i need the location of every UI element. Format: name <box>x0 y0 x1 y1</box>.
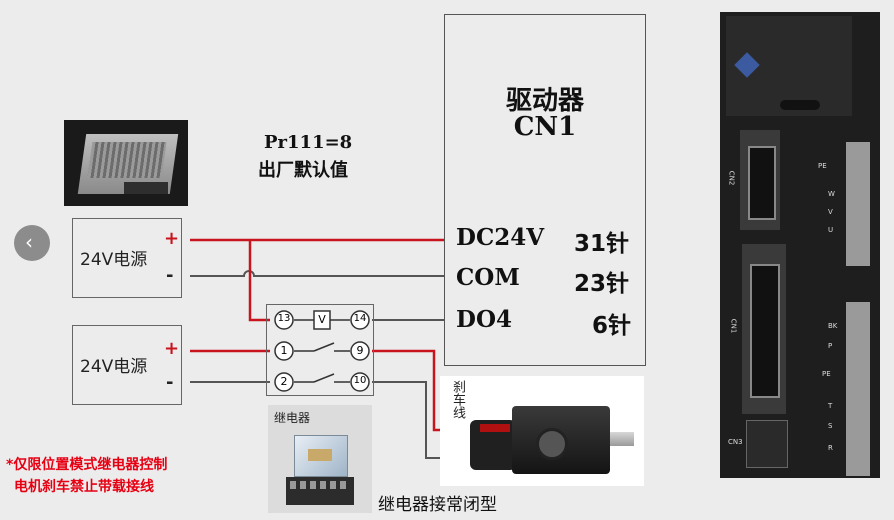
relay-terminals <box>274 310 370 392</box>
default-setting-line2: 出厂默认值 <box>258 160 348 181</box>
power-supply-2 <box>72 325 182 405</box>
panel-label-pe1: PE <box>818 162 827 170</box>
driver-cn1-box <box>444 14 646 366</box>
panel-label-pe2: PE <box>822 370 831 378</box>
pin-number-31: 31针 <box>574 231 630 257</box>
pin-signal-do4: DO4 <box>456 306 512 333</box>
pin-signal-com: COM <box>456 264 520 291</box>
pin-number-23: 23针 <box>574 271 630 297</box>
relay-photo-label: 继电器 <box>274 411 311 425</box>
panel-label-p: P <box>828 342 833 350</box>
relay-terminal-9: 9 <box>356 344 364 357</box>
relay-coil-label: V <box>318 313 326 326</box>
pin-signal-dc24v: DC24V <box>456 224 545 251</box>
carousel-prev-button[interactable]: ‹ <box>14 225 50 261</box>
panel-label-u: U <box>828 226 834 234</box>
power-supply-1-minus: - <box>166 265 174 286</box>
panel-label-bk: BK <box>828 322 838 330</box>
wire-relay-coil-feed <box>248 240 270 322</box>
power-supply-1 <box>72 218 182 298</box>
relay-terminal-1: 1 <box>280 344 288 357</box>
relay-terminal-13: 13 <box>277 313 291 324</box>
relay-terminal-14: 14 <box>353 313 367 324</box>
power-supply-1-plus: + <box>164 228 180 249</box>
power-supply-2-minus: - <box>166 372 174 393</box>
brake-wire-label: 刹车线 <box>450 380 465 419</box>
relay-frame <box>266 304 374 396</box>
power-supply-2-label: 24V电源 <box>80 357 148 377</box>
default-setting-line1: Pr111=8 <box>264 132 353 153</box>
relay-photo: 继电器 <box>268 405 372 513</box>
relay-terminal-2: 2 <box>280 375 288 388</box>
panel-label-t: T <box>828 402 833 410</box>
power-supply-2-plus: + <box>164 338 180 359</box>
panel-label-s: S <box>828 422 833 430</box>
power-supply-photo <box>64 120 188 206</box>
relay-coil-icon <box>313 310 331 330</box>
relay-internals <box>294 319 350 383</box>
panel-label-r: R <box>828 444 833 452</box>
driver-title: 驱动器 <box>505 86 584 116</box>
wire-com <box>190 270 444 277</box>
panel-label-v: V <box>828 208 833 216</box>
note-line2: 电机刹车禁止带载接线 <box>14 479 154 495</box>
panel-label-cn2: CN2 <box>727 170 736 186</box>
driver-subtitle: CN1 <box>513 112 577 142</box>
servo-driver-panel: CN2 CN1 CN3 PE W V U BK P PE T S R <box>720 12 880 478</box>
panel-label-w: W <box>828 190 835 198</box>
relay-terminal-10: 10 <box>353 375 367 386</box>
pin-number-6: 6针 <box>592 313 632 339</box>
caption: 继电器接常闭型 <box>378 495 497 515</box>
note-line1: *仅限位置模式继电器控制 <box>6 457 168 473</box>
panel-label-cn1: CN1 <box>729 318 738 334</box>
power-supply-1-label: 24V电源 <box>80 250 148 270</box>
chevron-left-icon: ‹ <box>25 230 33 254</box>
panel-label-cn3: CN3 <box>728 438 743 446</box>
servo-motor-photo <box>440 376 644 486</box>
